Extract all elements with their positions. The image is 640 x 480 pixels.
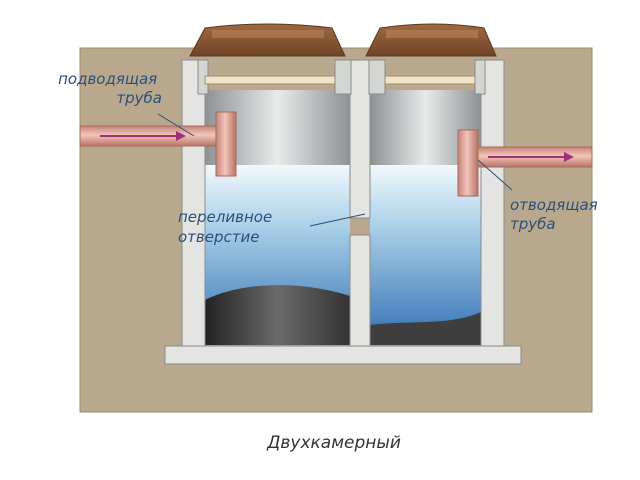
- right-chamber-sludge: [370, 312, 481, 345]
- outlet-tee: [457, 129, 479, 197]
- left-chamber-sludge: [205, 285, 350, 345]
- outlet-label-line1: отводящая: [510, 196, 598, 214]
- overflow-leader-line: [309, 213, 366, 227]
- inlet-flow-arrow: [100, 131, 186, 141]
- right-neck-inner: [474, 59, 486, 95]
- outlet-label: отводящая труба: [510, 196, 602, 233]
- left-wall: [181, 59, 206, 349]
- right-lid: [365, 23, 497, 57]
- right-lid-rim: [384, 75, 476, 85]
- outlet-flow-arrow: [488, 152, 574, 162]
- inlet-leader-line: [157, 113, 195, 137]
- outlet-leader-line: [477, 159, 513, 191]
- right-lid-top: [386, 30, 478, 38]
- diagram-caption: Двухкамерный: [266, 433, 401, 453]
- overflow-label: переливное отверстие: [178, 208, 277, 246]
- mid-neck-left: [334, 59, 352, 95]
- inlet-label: подводящая труба: [58, 70, 162, 107]
- base-slab: [164, 345, 522, 365]
- inlet-tee: [215, 111, 237, 177]
- left-lid-top: [212, 30, 324, 38]
- inlet-label-line2: труба: [116, 89, 162, 107]
- left-lid-rim: [204, 75, 336, 85]
- mid-neck-right: [368, 59, 386, 95]
- inlet-label-line1: подводящая: [58, 70, 157, 88]
- partition-lower: [349, 234, 371, 349]
- outlet-label-line2: труба: [510, 215, 556, 233]
- partition-upper: [349, 59, 371, 219]
- overflow-label-line1: переливное: [178, 208, 272, 226]
- overflow-label-line2: отверстие: [178, 228, 259, 246]
- left-lid: [189, 23, 346, 57]
- right-wall: [480, 59, 505, 349]
